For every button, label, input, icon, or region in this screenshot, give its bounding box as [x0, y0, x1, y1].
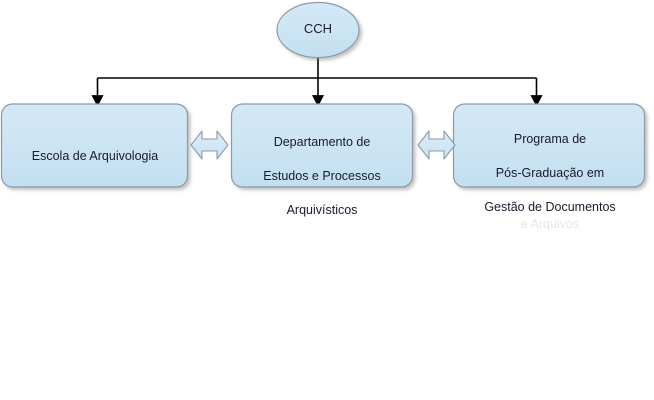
node-cch[interactable]	[276, 1, 360, 59]
double-arrow-escola-departamento[interactable]	[190, 130, 229, 160]
node-programa-pos-graduacao[interactable]	[452, 103, 646, 188]
connector-bus-from-cch	[97, 57, 537, 79]
node-departamento-estudos-processos[interactable]	[230, 103, 414, 188]
double-arrow-departamento-programa[interactable]	[417, 130, 456, 160]
node-escola-arquivologia[interactable]	[0, 103, 189, 188]
